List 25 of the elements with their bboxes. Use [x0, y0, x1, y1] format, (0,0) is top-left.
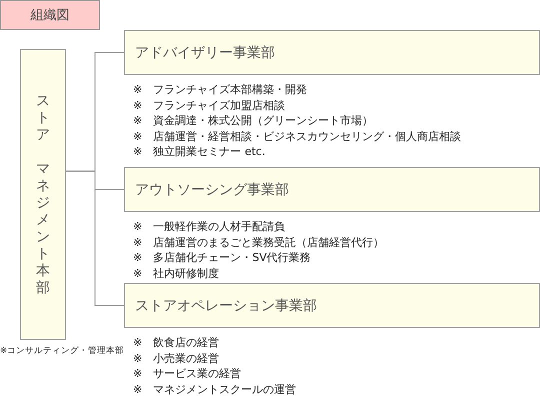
bullet-item: ※ 小売業の経営: [133, 350, 220, 366]
bullet-item: ※ 店舗運営・経営相談・ビジネスカウンセリング・個人商店相談: [133, 128, 462, 144]
connector-line: [66, 170, 124, 306]
bullet-item: ※ 店舗運営のまるごと業務受託（店舗経営代行）: [133, 234, 384, 250]
node-label: マネジメント本部: [36, 160, 50, 296]
division-box: [124, 167, 540, 212]
division-box: [124, 30, 540, 75]
bullet-item: ※ 資金調達・株式公開（グリーンシート市場）: [133, 113, 374, 128]
bullet-item: ※ 社内研修制度: [133, 266, 220, 280]
title-box: 組織図: [0, 0, 100, 30]
bullet-item: ※ 多店舗化チェーン・SV代行業務: [133, 250, 311, 265]
node-label: アウトソーシング事業部: [135, 180, 289, 198]
bullet-item: ※ マネジメントスクールの運営: [133, 382, 296, 396]
footnote: ※コンサルティング・管理本部: [0, 345, 124, 358]
bullet-item: ※ フランチャイズ本部構築・開発: [133, 82, 308, 97]
department-box: [20, 49, 66, 340]
bullet-item: ※ 独立開業セミナー etc.: [133, 144, 266, 159]
bullet-item: ※ フランチャイズ加盟店相談: [133, 98, 286, 112]
bullet-item: ※ 飲食店の経営: [133, 335, 220, 350]
bullet-item: ※ サービス業の経営: [133, 366, 242, 381]
bullet-item: ※ 一般軽作業の人材手配請負: [133, 219, 286, 234]
node-label: ストアオペレーション事業部: [135, 296, 317, 314]
division-box: [124, 283, 540, 328]
node-label: ストア: [36, 92, 50, 144]
node-label: アドバイザリー事業部: [135, 44, 275, 62]
